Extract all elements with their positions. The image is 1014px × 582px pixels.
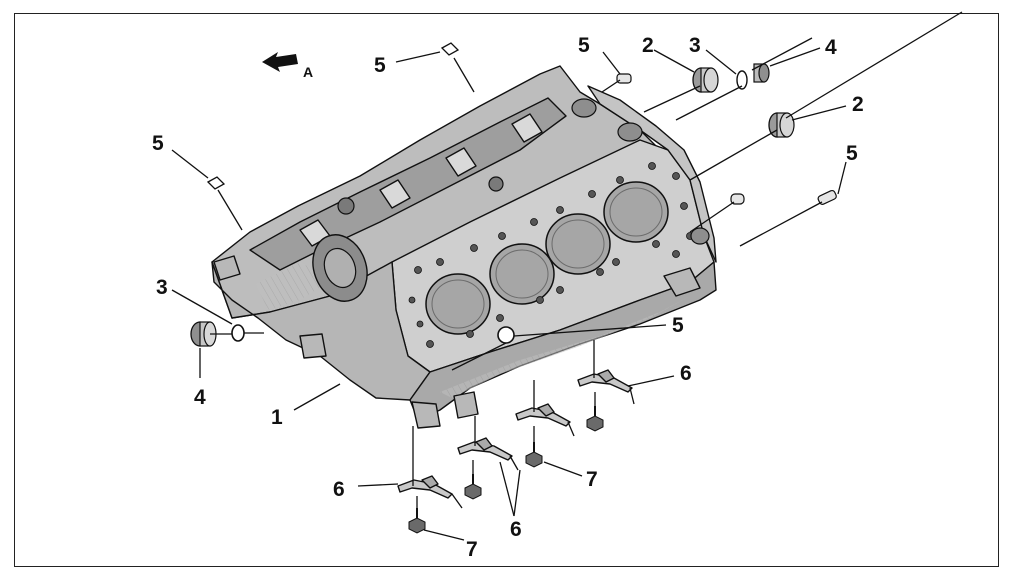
nozzle-1 [397, 475, 463, 509]
label-nozzle-6-b: 6 [333, 478, 345, 501]
dowel-ring-front [497, 326, 515, 344]
leader-lines [171, 47, 847, 541]
label-seal-2-right: 2 [852, 93, 864, 116]
label-nozzle-6-c: 6 [510, 518, 522, 541]
engine-block [211, 65, 717, 429]
bolt-4 [586, 406, 604, 432]
dowel-pin-right-short [730, 193, 745, 205]
view-direction-arrow: A [262, 52, 313, 80]
label-plug-4-left: 4 [194, 386, 206, 409]
label-dowel-5-c: 5 [152, 132, 164, 155]
nozzle-2 [457, 437, 519, 471]
assembly-lines [210, 11, 963, 508]
plug-upper [753, 63, 770, 83]
dowel-pin-top [616, 73, 632, 84]
label-dowel-5-b: 5 [578, 34, 590, 57]
label-dowel-5-d: 5 [846, 142, 858, 165]
nozzle-3 [515, 403, 575, 437]
dowel-pin-right-long [817, 189, 837, 205]
label-ring-3-top: 3 [689, 34, 701, 57]
dowel-square-left [206, 176, 226, 190]
ring-upper [736, 70, 748, 90]
bolt-1 [408, 508, 426, 534]
label-plug-4-top: 4 [825, 36, 837, 59]
view-arrow-label: A [303, 64, 313, 80]
bolt-2 [464, 474, 482, 500]
label-seal-2-top: 2 [642, 34, 654, 57]
seal-upper [692, 67, 719, 93]
nozzle-4 [577, 369, 635, 405]
label-dowel-5-a: 5 [374, 54, 386, 77]
label-bolt-7-b: 7 [466, 538, 478, 561]
callout-labels: 1 2 2 3 3 4 4 5 5 5 5 5 6 6 6 7 7 [152, 34, 864, 561]
label-ring-3-left: 3 [156, 276, 168, 299]
ring-left [231, 324, 245, 342]
label-bolt-7-a: 7 [586, 468, 598, 491]
dowel-square-top [440, 42, 460, 56]
seal-lower [768, 112, 795, 138]
label-block-1: 1 [271, 406, 283, 429]
label-nozzle-6-a: 6 [680, 362, 692, 385]
diagram-frame [14, 13, 999, 567]
bolt-3 [525, 442, 543, 468]
label-dowel-5-e: 5 [672, 314, 684, 337]
